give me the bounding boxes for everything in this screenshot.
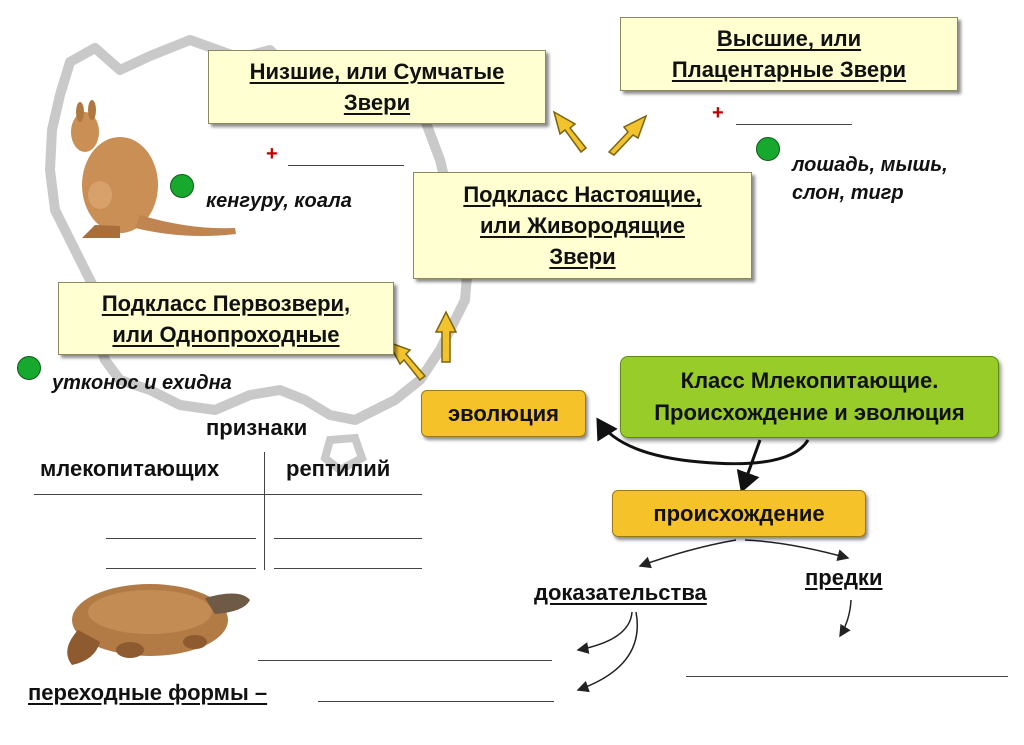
arrow-to-ancestors	[744, 539, 850, 561]
origin-box: происхождение	[612, 490, 866, 537]
arrow-evidence-down-2	[576, 611, 638, 693]
kangaroo-image	[71, 100, 236, 238]
table-col-mammals: млекопитающих	[40, 456, 220, 481]
monotremes-examples: утконос и ехидна	[52, 372, 232, 394]
marsupials-blank-line	[288, 165, 404, 166]
arrow-to-monotremes	[386, 340, 427, 382]
arrow-to-placentals	[607, 114, 648, 156]
placentals-plus: +	[712, 102, 724, 124]
evolution-box: эволюция	[421, 390, 586, 437]
table-blank-line-4	[274, 568, 422, 569]
transitional-label: переходные формы –	[28, 680, 268, 705]
table-col-reptiles: рептилий	[286, 456, 391, 481]
arrow-evidence-down-1	[576, 611, 633, 654]
marsupials-dot	[170, 174, 194, 198]
table-blank-line-3	[106, 568, 256, 569]
placentals-examples: лошадь, мышь,слон, тигр	[792, 154, 948, 204]
evidence-label: доказательства	[534, 580, 707, 605]
title-box: Класс Млекопитающие.Происхождение и эвол…	[620, 356, 999, 438]
marsupials-examples: кенгуру, коала	[206, 190, 352, 212]
table-blank-line-2	[274, 538, 422, 539]
evidence-blank-line	[258, 660, 552, 661]
platypus-image	[67, 584, 250, 665]
tasmania-map	[320, 433, 367, 475]
table-heading: признаки	[206, 415, 308, 440]
table-divider	[264, 452, 265, 570]
marsupials-plus: +	[266, 143, 278, 165]
table-blank-line-1	[106, 538, 256, 539]
curve-arrow-to-evolution	[596, 417, 810, 466]
transitional-blank-line	[318, 701, 554, 702]
monotremes-dot	[17, 356, 41, 380]
ancestors-blank-line	[686, 676, 1008, 677]
ancestors-label: предки	[805, 565, 883, 590]
arrow-to-evidence	[638, 539, 737, 569]
arrow-to-marsupials	[552, 110, 588, 154]
arrow-to-origin	[736, 439, 762, 493]
arrow-to-viviparous	[434, 310, 458, 363]
monotremes-box: Подкласс Первозвери,или Однопроходные	[58, 282, 394, 355]
table-header-line	[34, 494, 422, 495]
arrow-ancestors-down	[839, 599, 852, 638]
placentals-blank-line	[736, 124, 852, 125]
placentals-dot	[756, 137, 780, 161]
